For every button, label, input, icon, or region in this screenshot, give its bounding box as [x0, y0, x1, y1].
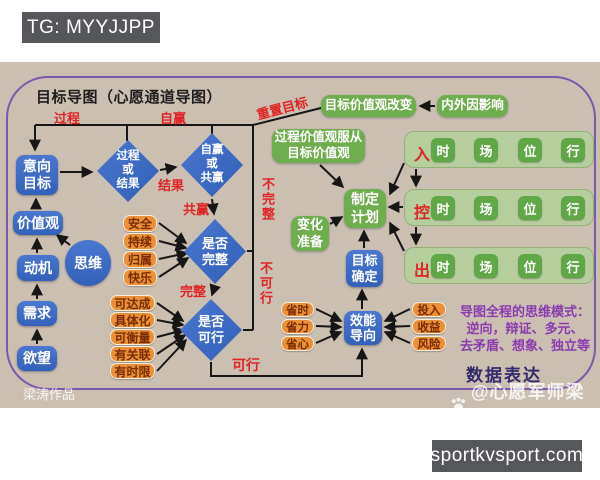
node-process-values-obey: 过程价值观服从 目标价值观 — [272, 129, 365, 163]
node-internal-external-factors: 内外因影响 — [437, 95, 508, 117]
efficiency-input-box: 省力 — [281, 319, 314, 334]
node-make-plan: 制定 计划 — [344, 189, 386, 228]
node-efficiency-oriented: 效能 导向 — [344, 311, 382, 345]
efficiency-input-box: 收益 — [412, 319, 446, 334]
diagram-title: 目标导图（心愿通道导图） — [36, 89, 223, 106]
criterion-box: 有关联 — [110, 346, 155, 362]
flow-label-feasible: 可行 — [232, 357, 260, 373]
node-motivation: 动机 — [17, 255, 59, 281]
chain-label: 入 — [414, 147, 431, 164]
node-intent-goal: 意向 目标 — [16, 155, 58, 195]
data-expression-label: 数据表达 — [466, 366, 542, 385]
chain-row-exit: 出 时 场 位 行 — [404, 247, 594, 284]
node-desire: 欲望 — [17, 346, 57, 371]
node-goal-values-change: 目标价值观改变 — [321, 95, 416, 117]
efficiency-input-box: 省时 — [281, 302, 314, 317]
chain-step: 时 — [431, 138, 455, 162]
flow-label-win-win: 共赢 — [183, 202, 210, 217]
flow-label-self-win: 自赢 — [160, 111, 187, 126]
flow-label-complete: 完整 — [180, 284, 207, 299]
chain-step: 场 — [474, 138, 498, 162]
chain-step: 行 — [561, 196, 585, 220]
chain-row-enter: 入 时 场 位 行 — [404, 131, 594, 168]
chain-step: 行 — [561, 254, 585, 278]
thinking-modes-note: 导图全程的思维模式： 逆向，辩证、多元、 去矛盾、想象、独立等 — [459, 304, 590, 353]
node-needs: 需求 — [17, 301, 57, 326]
chain-label: 出 — [414, 263, 431, 280]
author-watermark-text: @心愿军师梁涛 — [471, 382, 585, 428]
paw-icon — [450, 396, 467, 413]
chain-step: 行 — [561, 138, 585, 162]
efficiency-input-box: 投入 — [412, 302, 446, 317]
chain-step: 位 — [518, 254, 542, 278]
flow-label-result: 结果 — [158, 178, 185, 193]
chain-step: 时 — [431, 254, 455, 278]
criterion-box: 可达成 — [110, 295, 155, 311]
node-values: 价值观 — [13, 211, 63, 235]
efficiency-input-box: 省心 — [281, 336, 314, 351]
chain-step: 场 — [474, 254, 498, 278]
site-badge: sportkvsport.com — [431, 440, 583, 472]
criterion-box: 有时限 — [110, 363, 155, 379]
node-goal-confirmed: 目标 确定 — [346, 250, 383, 287]
efficiency-input-box: 风险 — [412, 336, 446, 351]
chain-step: 位 — [518, 138, 542, 162]
flow-label-infeasible: 不可行 — [258, 261, 273, 306]
criterion-box: 可衡量 — [110, 329, 155, 345]
criterion-box: 持续 — [123, 233, 157, 250]
chain-label: 控 — [414, 205, 431, 222]
criterion-box: 归属 — [123, 251, 157, 268]
chain-step: 时 — [431, 196, 455, 220]
node-thinking: 思维 — [65, 240, 111, 286]
chain-row-control: 控 时 场 位 行 — [404, 189, 594, 226]
node-change-preparation: 变化 准备 — [291, 216, 329, 251]
criterion-box: 具体化 — [110, 312, 155, 328]
criterion-box: 安全 — [123, 215, 157, 232]
author-watermark-right: @心愿军师梁涛 — [450, 378, 600, 430]
author-watermark-left: 梁涛作品 — [23, 387, 76, 402]
chain-step: 位 — [518, 196, 542, 220]
flow-label-incomplete: 不完整 — [260, 177, 275, 222]
tg-badge: TG: MYYJJPP — [22, 12, 160, 43]
diagram-border — [6, 76, 596, 390]
chain-step: 场 — [474, 196, 498, 220]
flow-label-process: 过程 — [54, 111, 81, 126]
criterion-box: 快乐 — [123, 269, 157, 286]
